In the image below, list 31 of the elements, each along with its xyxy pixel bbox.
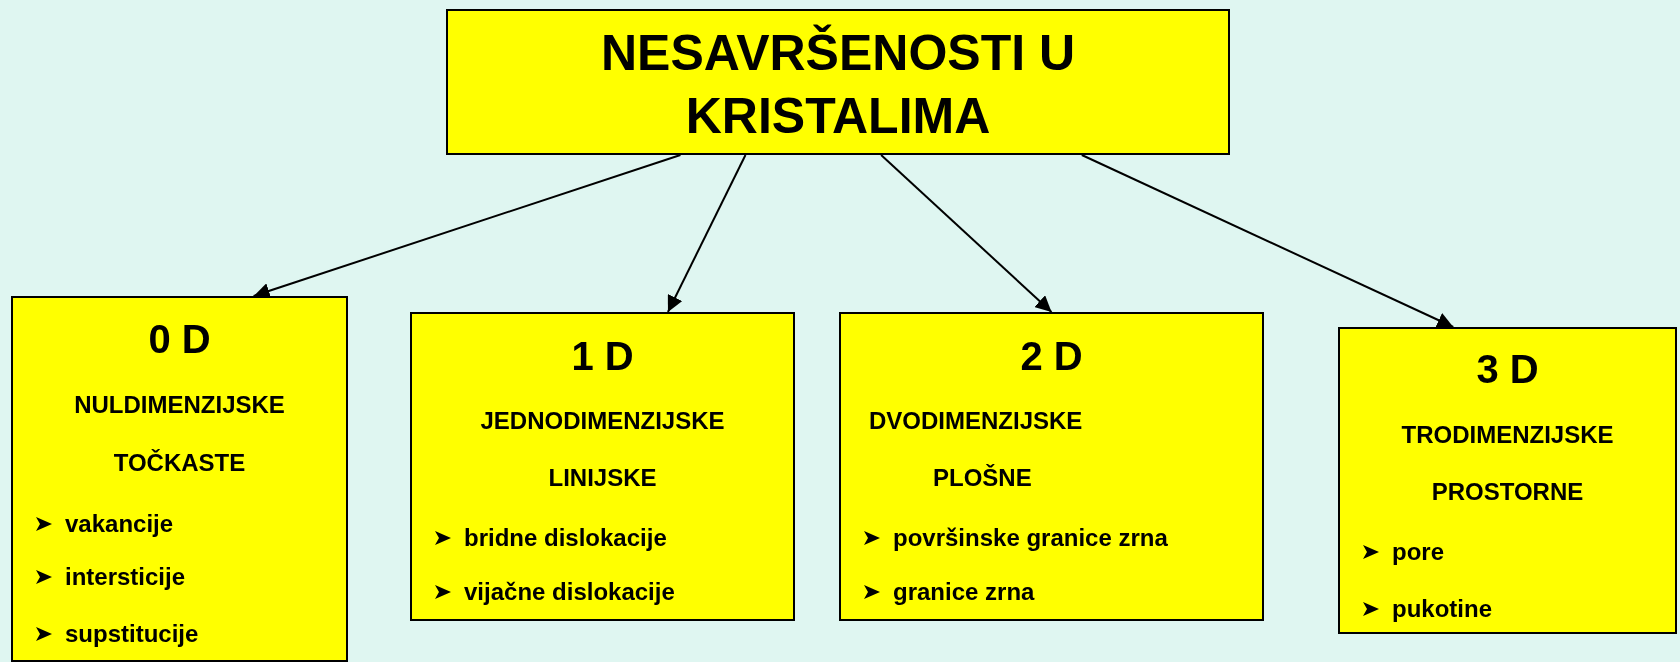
title-box: [446, 9, 1230, 155]
list-item: pukotine: [1392, 595, 1492, 623]
dimension-heading: 2 D: [1019, 333, 1084, 379]
category-label: PROSTORNE: [1430, 478, 1585, 506]
arrow: [666, 154, 747, 313]
category-box: [1338, 327, 1677, 634]
dimension-heading: 3 D: [1475, 346, 1540, 392]
list-item: površinske granice zrna: [893, 524, 1168, 552]
category-label: JEDNODIMENZIJSKE: [479, 407, 726, 435]
category-label: DVODIMENZIJSKE: [869, 407, 1083, 435]
arrow: [252, 154, 682, 299]
list-item: vakancije: [65, 510, 174, 538]
category-label: TOČKASTE: [112, 449, 247, 477]
category-label: PLOŠNE: [933, 464, 1032, 492]
category-box: [839, 312, 1264, 621]
category-label: LINIJSKE: [547, 464, 658, 492]
list-item: supstitucije: [65, 620, 199, 648]
arrow: [1080, 154, 1455, 328]
list-item: intersticije: [65, 563, 186, 591]
category-box: [11, 296, 348, 662]
category-label: NULDIMENZIJSKE: [73, 391, 286, 419]
category-box: [410, 312, 795, 621]
list-item: granice zrna: [893, 578, 1035, 606]
category-label: TRODIMENZIJSKE: [1400, 421, 1615, 449]
list-item: pore: [1392, 538, 1444, 566]
dimension-heading: 0 D: [147, 316, 212, 362]
title-text: NESAVRŠENOSTI U KRISTALIMA: [599, 23, 1077, 145]
list-item: vijačne dislokacije: [464, 578, 675, 606]
list-item: bridne dislokacije: [464, 524, 667, 552]
arrow: [880, 154, 1053, 313]
dimension-heading: 1 D: [570, 333, 635, 379]
